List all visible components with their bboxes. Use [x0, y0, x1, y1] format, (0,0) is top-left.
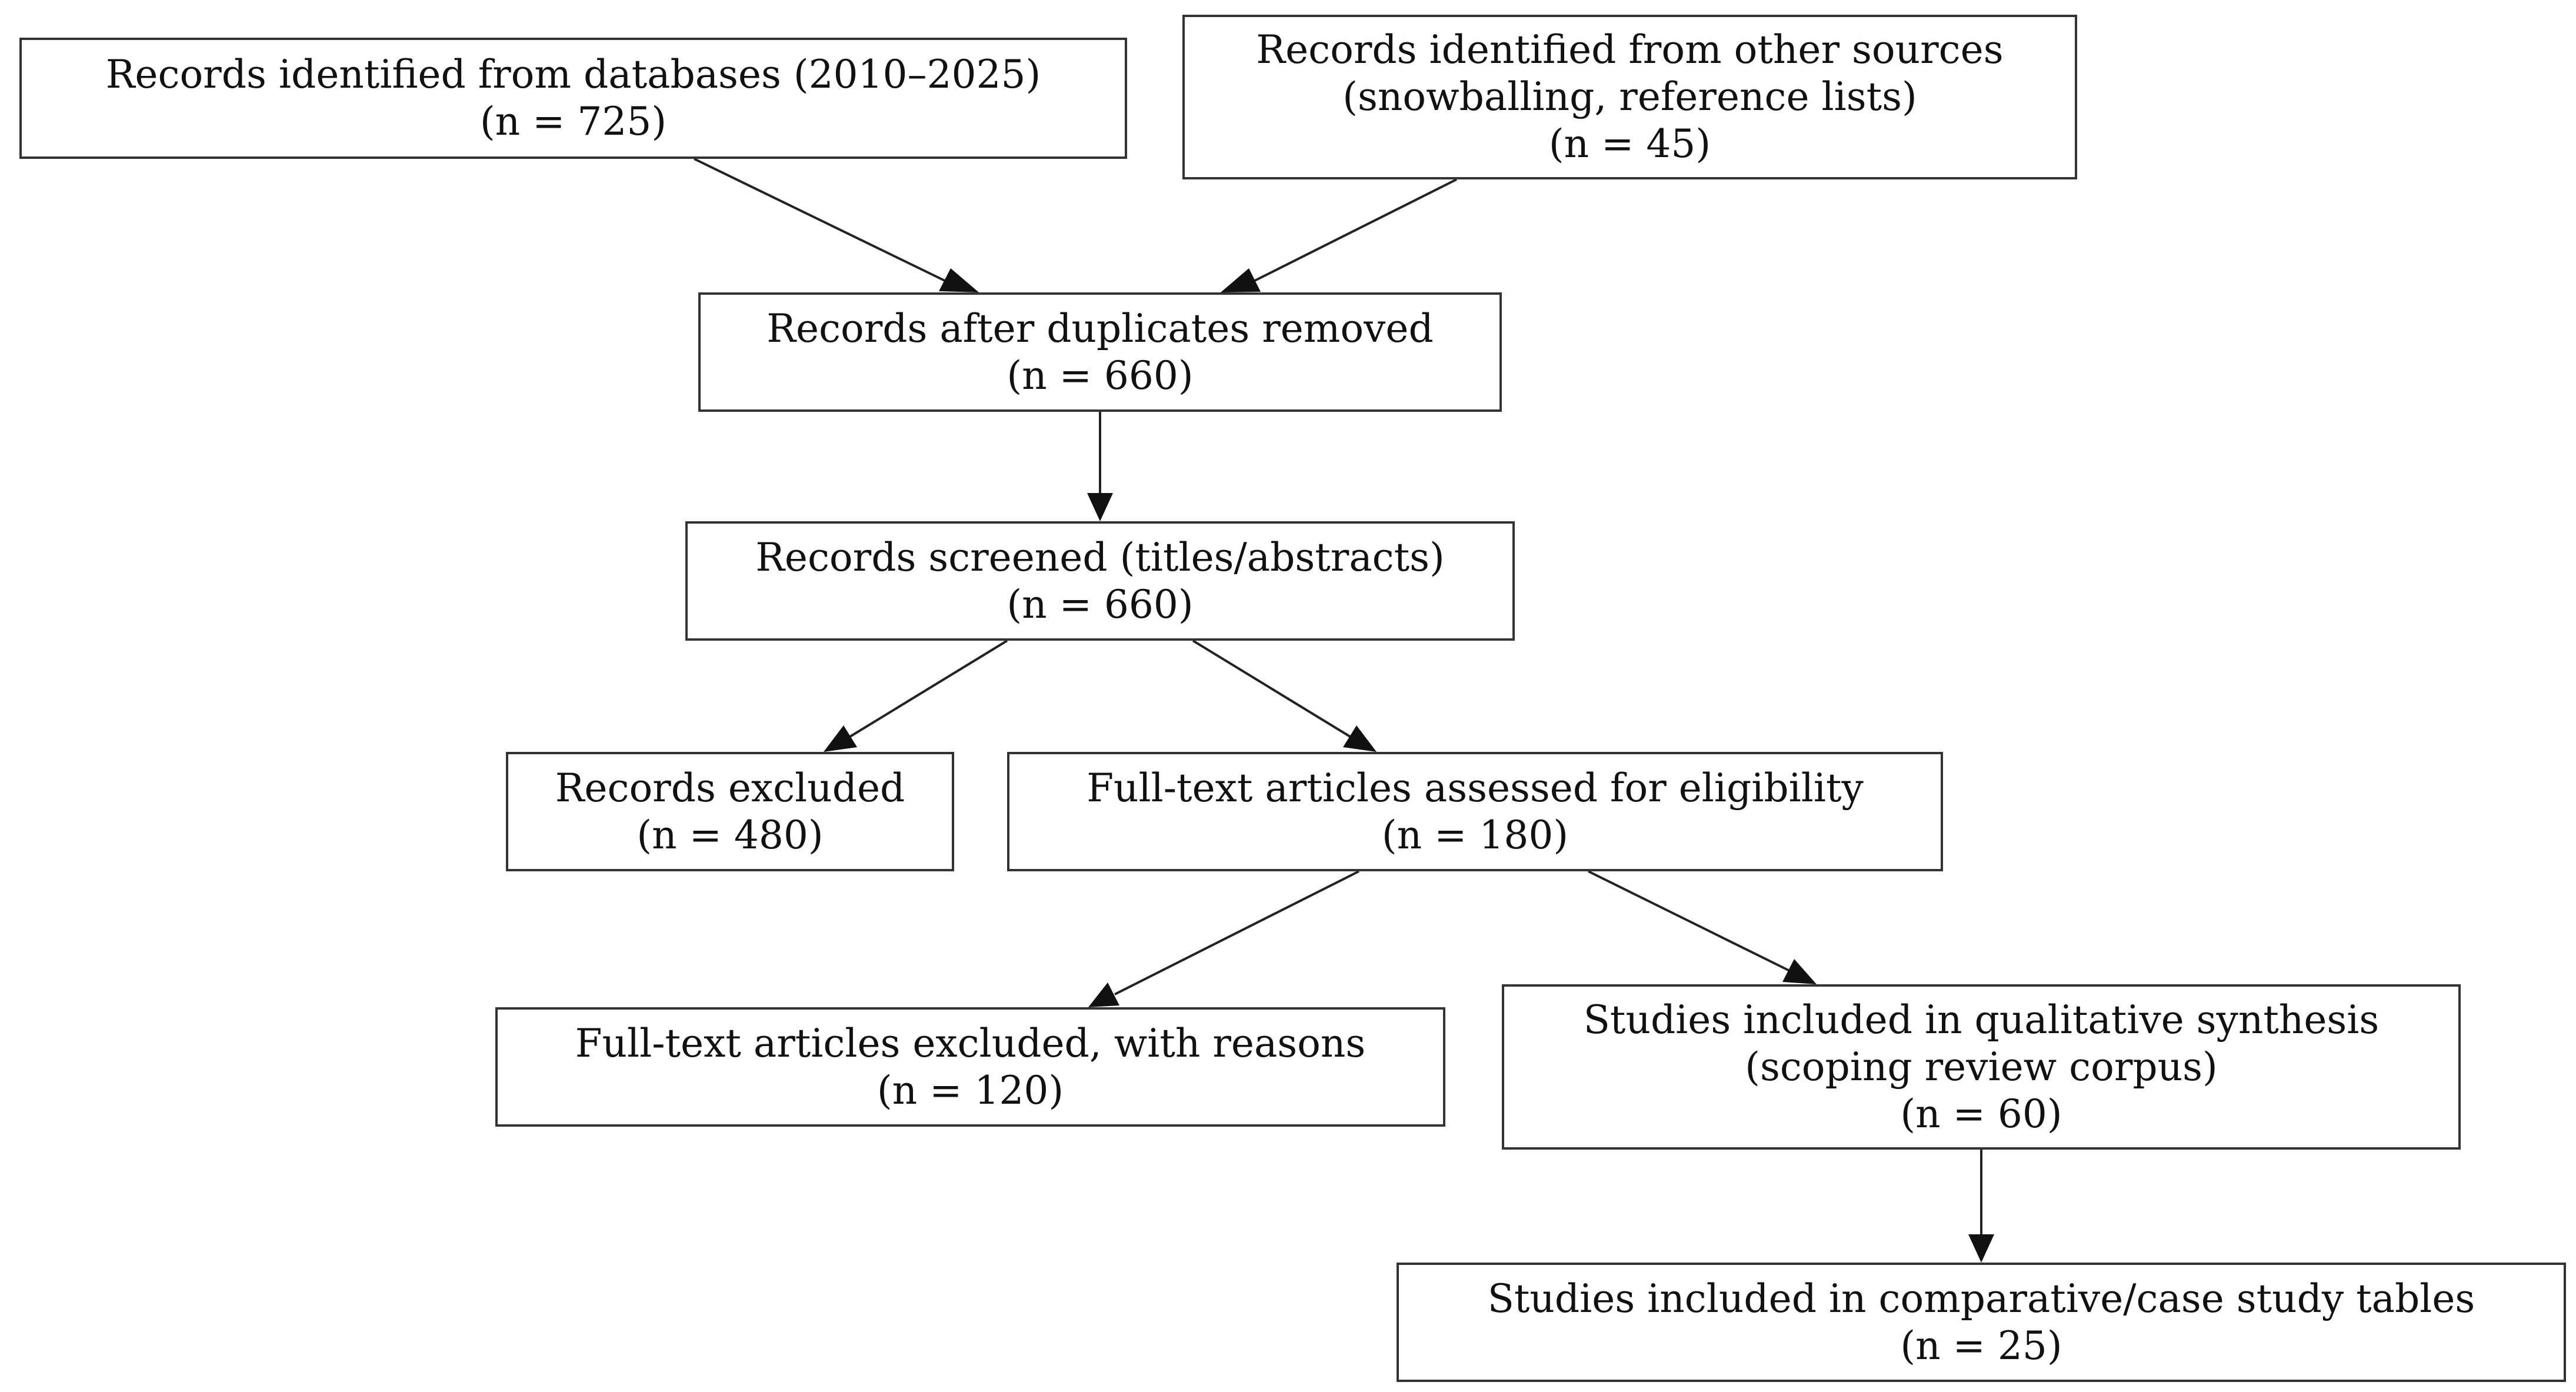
- node-text: Records excluded: [555, 765, 905, 811]
- edge-dedup-to-screened: [1087, 412, 1113, 521]
- edge-qual-to-comp: [1968, 1150, 1994, 1263]
- edge-db-to-dedup: [694, 158, 979, 292]
- node-records-other-sources: Records identified from other sources (s…: [1182, 15, 2077, 179]
- node-count: (n = 25): [1900, 1323, 2062, 1368]
- node-subtext: (snowballing, reference lists): [1342, 74, 1917, 119]
- node-count: (n = 660): [1007, 581, 1194, 627]
- node-subtext: (scoping review corpus): [1745, 1044, 2218, 1090]
- node-text: Full-text articles assessed for eligibil…: [1087, 765, 1864, 811]
- node-count: (n = 180): [1381, 812, 1569, 858]
- node-text: Studies included in comparative/case stu…: [1487, 1276, 2475, 1321]
- node-count: (n = 120): [877, 1067, 1064, 1113]
- node-text: Records screened (titles/abstracts): [755, 534, 1445, 580]
- edge-screened-to-excl: [824, 640, 1008, 752]
- node-text: Full-text articles excluded, with reason…: [575, 1020, 1366, 1066]
- node-records-databases: Records identified from databases (2010–…: [19, 38, 1127, 159]
- node-qualitative-synthesis: Studies included in qualitative synthesi…: [1502, 984, 2461, 1150]
- node-text: Records identified from databases (2010–…: [105, 52, 1041, 97]
- node-duplicates-removed: Records after duplicates removed (n = 66…: [698, 292, 1502, 412]
- edge-screened-to-fulltext: [1192, 640, 1377, 752]
- edge-fulltext-to-ftexcl: [1088, 870, 1359, 1007]
- node-count: (n = 480): [636, 812, 824, 858]
- node-count: (n = 60): [1900, 1091, 2062, 1137]
- node-fulltext-excluded: Full-text articles excluded, with reason…: [495, 1007, 1445, 1127]
- edge-fulltext-to-qual: [1588, 870, 1817, 984]
- node-text: Records after duplicates removed: [767, 305, 1434, 351]
- node-records-excluded: Records excluded (n = 480): [506, 752, 954, 871]
- node-count: (n = 660): [1007, 352, 1194, 398]
- node-text: Records identified from other sources: [1256, 27, 2004, 72]
- node-comparative-tables: Studies included in comparative/case stu…: [1397, 1263, 2566, 1382]
- node-count: (n = 45): [1548, 121, 1711, 166]
- edge-other-to-dedup: [1221, 178, 1457, 292]
- node-fulltext-assessed: Full-text articles assessed for eligibil…: [1007, 752, 1943, 871]
- node-count: (n = 725): [479, 99, 667, 144]
- node-records-screened: Records screened (titles/abstracts) (n =…: [685, 521, 1515, 641]
- node-text: Studies included in qualitative synthesi…: [1583, 997, 2380, 1043]
